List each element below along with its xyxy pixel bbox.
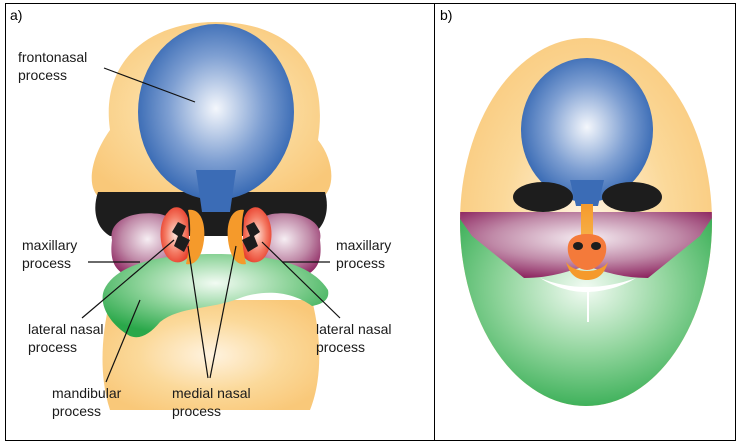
nasal-placode-left — [161, 207, 205, 264]
eye-left — [513, 182, 573, 212]
label-frontonasal-process: frontonasal process — [18, 49, 91, 83]
label-lateral-nasal-process-right: lateral nasal process — [316, 321, 395, 355]
label-maxillary-process-left: maxillary process — [22, 237, 81, 271]
panel-a-illustration: frontonasal process maxillary process ma… — [18, 22, 395, 419]
panel-a-tag: a) — [10, 7, 22, 23]
panel-b-tag: b) — [440, 7, 452, 23]
label-maxillary-process-right: maxillary process — [336, 237, 395, 271]
label-lateral-nasal-process-left: lateral nasal process — [28, 321, 107, 355]
panel-b-illustration — [455, 38, 716, 420]
frontonasal-stalk — [196, 170, 236, 212]
eye-right — [602, 182, 662, 212]
